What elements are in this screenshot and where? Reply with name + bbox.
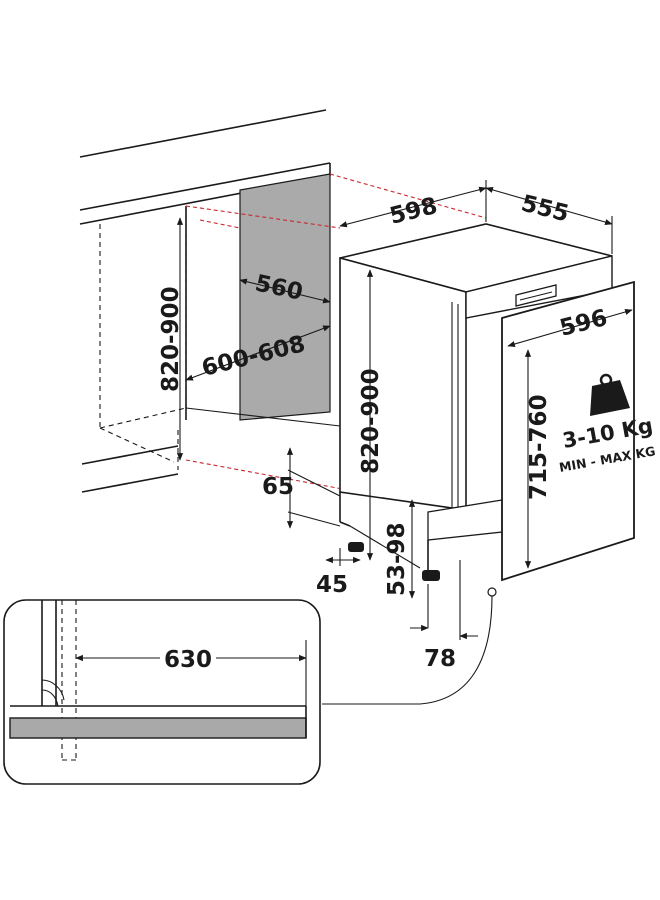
dim-niche-height: 820-900 — [158, 286, 184, 392]
detail-inset — [3, 587, 497, 785]
dim-panel-height: 715-760 — [526, 394, 552, 500]
worktop-section — [9, 717, 307, 739]
dim-appliance-height: 820-900 — [358, 368, 384, 474]
foot-rear — [348, 542, 364, 552]
foot-front-left — [422, 570, 440, 581]
dim-appliance-depth: 555 — [519, 191, 572, 228]
dim-foot-offset: 78 — [424, 646, 456, 672]
decor-panel — [501, 280, 635, 582]
dim-appliance-width: 598 — [387, 193, 440, 230]
dim-plinth-height: 65 — [262, 474, 294, 500]
floor-line — [185, 407, 341, 427]
dim-plinth-setback: 45 — [316, 572, 348, 598]
dim-detail-depth: 630 — [164, 647, 212, 673]
dim-foot-adjust: 53-98 — [384, 522, 410, 596]
weight-icon — [590, 373, 630, 416]
